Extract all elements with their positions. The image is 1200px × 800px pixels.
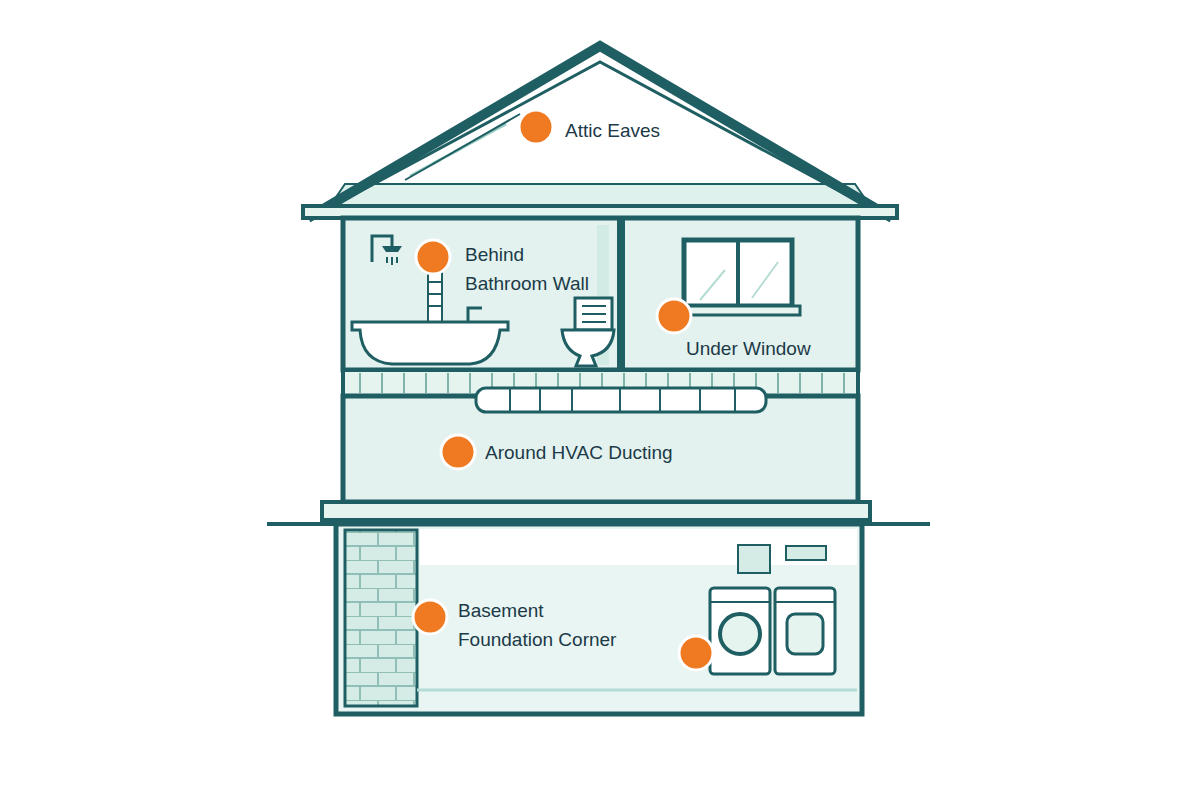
- joist: [447, 373, 449, 393]
- bathtub: [352, 322, 508, 364]
- duct-seams: [510, 388, 735, 412]
- marker-dot: [413, 600, 447, 634]
- location-label: Around HVAC Ducting: [485, 438, 745, 467]
- washer-panel: [710, 601, 770, 603]
- location-label: Basement Foundation Corner: [458, 596, 626, 654]
- toilet-bowl: [562, 330, 614, 366]
- joist: [381, 373, 383, 393]
- wall-panel: [738, 545, 770, 573]
- wall-shelf: [786, 546, 826, 560]
- roof: [308, 46, 892, 218]
- joist: [777, 373, 779, 393]
- window: [684, 240, 792, 306]
- toilet-tank: [575, 298, 612, 330]
- shower-drops: [387, 257, 397, 265]
- window-mullion: [736, 240, 740, 306]
- basement-floor: [417, 689, 857, 692]
- dryer: [775, 588, 835, 674]
- window-glare: [700, 262, 778, 300]
- shower-head: [382, 246, 402, 252]
- location-label: Under Window: [686, 334, 851, 363]
- marker-dot: [679, 636, 713, 670]
- moisture-dots: [413, 110, 713, 670]
- joist: [425, 373, 427, 393]
- location-label: Behind Bathroom Wall: [465, 240, 600, 298]
- partition-wall: [617, 218, 625, 370]
- wall-pipe: [428, 270, 442, 322]
- dryer-panel: [775, 601, 835, 603]
- tub-faucet: [468, 308, 482, 322]
- dryer-door: [787, 614, 823, 654]
- basement: [336, 524, 862, 714]
- location-label: Attic Eaves: [565, 116, 765, 145]
- attic-floor: [330, 184, 870, 206]
- washer-door: [720, 614, 760, 654]
- marker-dot: [657, 299, 691, 333]
- basement-window-light: [420, 529, 857, 565]
- marker-dot: [416, 240, 450, 274]
- joist: [469, 373, 471, 393]
- marker-dot: [519, 110, 553, 144]
- joist: [821, 373, 823, 393]
- ground-slab: [322, 502, 870, 520]
- hvac-duct: [476, 388, 766, 412]
- upper-floor: [343, 218, 858, 370]
- joist: [843, 373, 845, 393]
- joist: [359, 373, 361, 393]
- pipe-rungs: [428, 282, 442, 306]
- roof-inner: [333, 62, 867, 206]
- joist: [403, 373, 405, 393]
- joist: [799, 373, 801, 393]
- marker-dot: [441, 435, 475, 469]
- tank-lines: [582, 306, 606, 322]
- foundation-wall: [345, 530, 417, 706]
- washer: [710, 588, 770, 674]
